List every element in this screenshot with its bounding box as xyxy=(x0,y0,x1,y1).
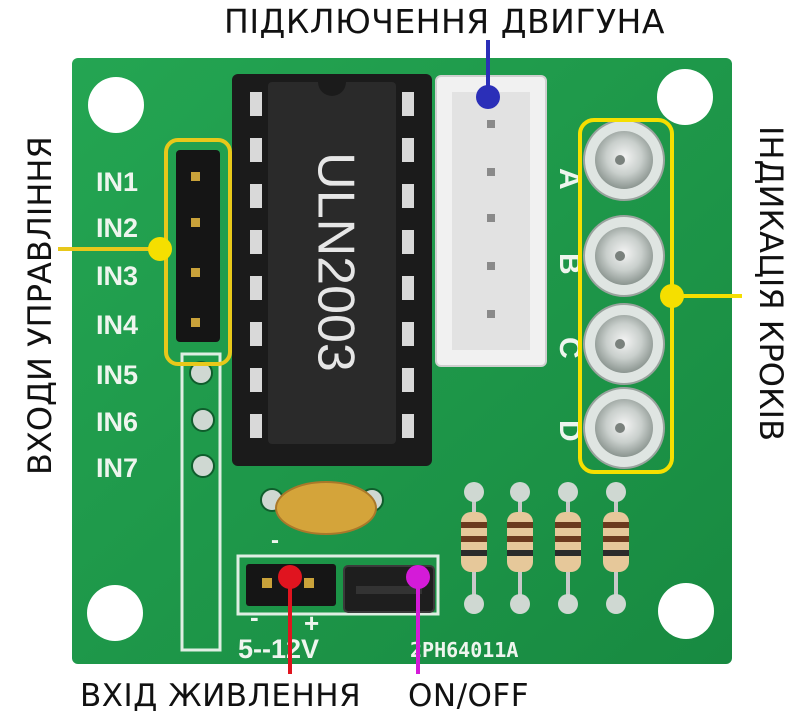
motor-connection-label: ПІДКЛЮЧЕННЯ ДВИГУНА xyxy=(224,2,665,41)
power-plus-sign: + xyxy=(304,608,319,638)
led-1 xyxy=(583,119,665,201)
on-off-label: ON/OFF xyxy=(408,678,530,714)
connector-letter-c: C xyxy=(553,337,586,359)
motor-connection-dot xyxy=(476,85,500,109)
uln2003-chip xyxy=(268,82,396,444)
chip-label: ULN2003 xyxy=(306,152,364,372)
resistor-2 xyxy=(507,482,533,614)
input-silkscreen-outline xyxy=(180,352,222,652)
input-label-in6: IN6 xyxy=(96,407,138,437)
power-minus-sign: - xyxy=(250,602,259,632)
ic-pins-right xyxy=(402,92,414,438)
power-input-label: ВХІД ЖИВЛЕННЯ xyxy=(80,678,362,714)
power-input-dot xyxy=(278,565,302,589)
pin-header xyxy=(176,150,220,342)
capacitor xyxy=(275,481,377,535)
power-silkscreen-outline xyxy=(236,554,440,616)
connector-letter-a: A xyxy=(553,168,586,190)
resistor-3 xyxy=(555,482,581,614)
input-label-in4: IN4 xyxy=(96,310,138,340)
ic-pins-left xyxy=(250,92,262,438)
input-label-in5: IN5 xyxy=(96,360,138,390)
input-label-in1: IN1 xyxy=(96,167,138,197)
on-off-dot xyxy=(406,565,430,589)
pad-in7 xyxy=(191,454,215,478)
led-4 xyxy=(583,387,665,469)
model-label: 2PH64011A xyxy=(410,638,518,662)
header-pins xyxy=(191,172,200,327)
resistor-1 xyxy=(461,482,487,614)
step-indication-dot xyxy=(660,284,684,308)
pad-in6 xyxy=(191,408,215,432)
voltage-label: 5--12V xyxy=(238,634,319,664)
connector-letter-b: B xyxy=(553,253,586,275)
connector-letter-d: D xyxy=(553,420,586,442)
mounting-hole xyxy=(658,583,714,639)
mounting-hole xyxy=(657,69,713,125)
input-label-in7: IN7 xyxy=(96,453,138,483)
input-label-in3: IN3 xyxy=(96,261,138,291)
capacitor-silk-sign: - xyxy=(271,527,279,554)
mounting-hole xyxy=(87,585,143,641)
mounting-hole xyxy=(88,77,144,133)
resistor-4 xyxy=(603,482,629,614)
input-label-in2: IN2 xyxy=(96,213,138,243)
control-inputs-dot xyxy=(148,237,172,261)
led-2 xyxy=(583,215,665,297)
connector-pins xyxy=(487,120,495,318)
led-3 xyxy=(583,303,665,385)
